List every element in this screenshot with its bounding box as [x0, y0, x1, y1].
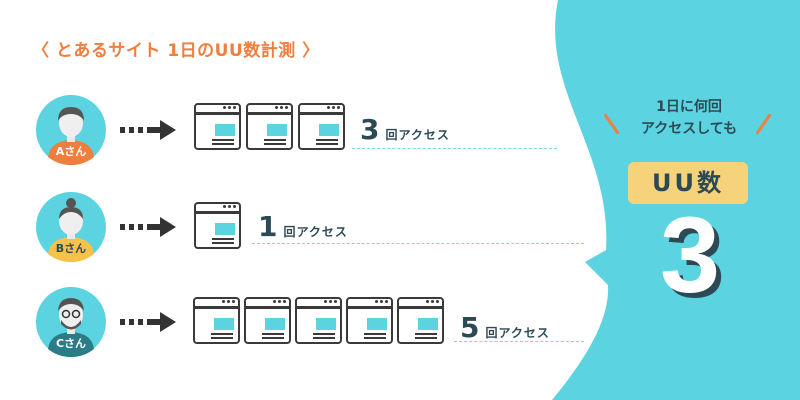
- browser-window-icon: [244, 297, 291, 344]
- person-avatar-icon: [36, 192, 106, 262]
- visit-count: 3 回アクセス: [360, 113, 450, 146]
- visit-number: 1: [258, 210, 278, 243]
- visit-number: 5: [460, 311, 480, 344]
- browser-window-icon: [298, 103, 345, 150]
- visit-number: 3: [360, 113, 380, 146]
- visit-count: 1 回アクセス: [258, 210, 348, 243]
- arrow-right-icon: [120, 217, 176, 237]
- connector-line: [454, 341, 584, 342]
- browser-window-icon: [397, 297, 444, 344]
- user-label: Bさん: [55, 242, 87, 255]
- browser-window-icon: [194, 202, 241, 249]
- page-title: 〈 とあるサイト 1日のUU数計測 〉: [32, 41, 320, 61]
- connector-line: [352, 148, 557, 149]
- connector-line: [252, 243, 584, 244]
- result-line-2: アクセスしても: [640, 121, 738, 137]
- browser-window-icon: [194, 103, 241, 150]
- visit-unit: 回アクセス: [385, 128, 450, 142]
- visit-unit: 回アクセス: [485, 326, 550, 340]
- arrow-right-icon: [120, 120, 176, 140]
- result-heading: 1日に何回 アクセスしても: [614, 96, 764, 140]
- visit-count: 5 回アクセス: [460, 311, 550, 344]
- user-label: Cさん: [55, 337, 87, 350]
- uu-value: 3: [659, 194, 721, 315]
- person-avatar-icon: [36, 95, 106, 165]
- browser-window-icon: [295, 297, 342, 344]
- browser-window-icon: [246, 103, 293, 150]
- user-label: Aさん: [55, 145, 87, 158]
- arrow-right-icon: [120, 312, 176, 332]
- visit-unit: 回アクセス: [283, 225, 348, 239]
- uu-badge: UU数: [628, 162, 748, 204]
- person-avatar-icon: [36, 287, 106, 357]
- browser-window-icon: [346, 297, 393, 344]
- browser-window-icon: [193, 297, 240, 344]
- result-line-1: 1日に何回: [656, 99, 722, 115]
